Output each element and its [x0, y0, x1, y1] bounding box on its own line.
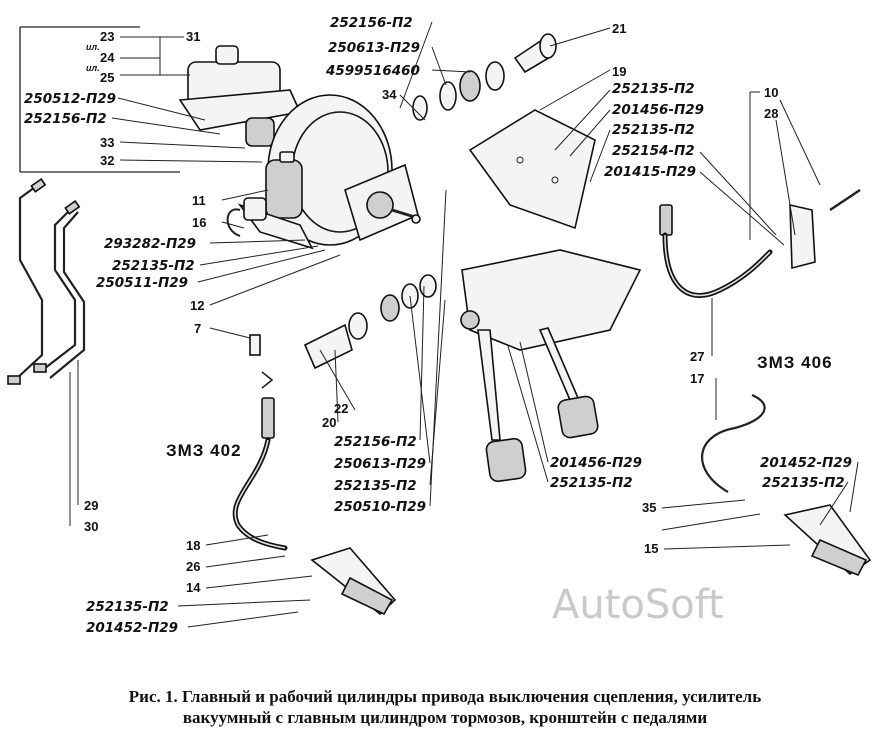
engine-label-zmz402: ЗМЗ 402 — [166, 441, 242, 460]
label-26: 26 — [186, 559, 200, 574]
figure-caption: Рис. 1. Главный и рабочий цилиндры приво… — [0, 686, 890, 728]
label-201452-p29-b: 201452-П29 — [86, 620, 178, 636]
label-30: 30 — [84, 519, 98, 534]
pedal-assembly — [460, 249, 642, 483]
label-33: 33 — [100, 135, 114, 150]
zmz406-slave-assembly — [659, 188, 872, 577]
label-252156-p2-c: 252156-П2 — [334, 434, 417, 450]
label-250512-p29: 250512-П29 — [24, 91, 116, 107]
label-27: 27 — [690, 349, 704, 364]
label-11: 11 — [192, 193, 206, 208]
label-16: 16 — [192, 215, 206, 230]
label-21: 21 — [612, 21, 626, 36]
label-31: 31 — [186, 29, 200, 44]
label-7: 7 — [194, 321, 201, 336]
label-252156-p2-a: 252156-П2 — [24, 111, 107, 127]
label-29: 29 — [84, 498, 98, 513]
label-201456-p29-a: 201456-П29 — [612, 102, 704, 118]
brake-master-cylinder — [178, 45, 302, 147]
part-labels: 23 ил. 24 ил. 25 31 250512-П29 252156-П2… — [24, 15, 852, 636]
zmz402-slave-assembly — [232, 334, 397, 616]
label-18: 18 — [186, 538, 200, 553]
label-250510-p29: 250510-П29 — [334, 499, 426, 515]
label-250613-p29-b: 250613-П29 — [334, 456, 426, 472]
pedal-bracket — [468, 109, 596, 230]
label-34: 34 — [382, 87, 397, 102]
label-252135-p2-g: 252135-П2 — [86, 599, 169, 615]
brake-pipes — [7, 177, 86, 385]
label-24: 24 — [100, 50, 115, 65]
seal-stack-upper — [412, 33, 557, 121]
label-19: 19 — [612, 64, 626, 79]
label-28: 28 — [764, 106, 778, 121]
label-22: 22 — [334, 401, 348, 416]
label-32: 32 — [100, 153, 114, 168]
label-252135-p2-a: 252135-П2 — [112, 258, 195, 274]
label-201456-p29-b: 201456-П29 — [550, 455, 642, 471]
label-20: 20 — [322, 415, 336, 430]
label-35: 35 — [642, 500, 656, 515]
watermark: AutoSoft — [552, 582, 724, 628]
label-252135-p2-e: 252135-П2 — [550, 475, 633, 491]
label-252135-p2-c: 252135-П2 — [612, 122, 695, 138]
label-250511-p29: 250511-П29 — [96, 275, 188, 291]
caption-line-1: Рис. 1. Главный и рабочий цилиндры приво… — [128, 687, 762, 706]
label-10: 10 — [764, 85, 778, 100]
label-12: 12 — [190, 298, 204, 313]
caption-line-2: вакуумный с главным цилиндром тормозов, … — [182, 708, 708, 727]
label-il-1: ил. — [86, 42, 100, 52]
seal-stack-lower — [303, 274, 437, 370]
label-25: 25 — [100, 70, 114, 85]
label-252154-p2: 252154-П2 — [612, 143, 695, 159]
label-il-2: ил. — [86, 63, 100, 73]
label-17: 17 — [690, 371, 704, 386]
clutch-master-cylinder — [226, 151, 314, 250]
label-4599516460: 4599516460 — [325, 63, 420, 79]
label-252135-p2-b: 252135-П2 — [612, 81, 695, 97]
label-201452-p29-a: 201452-П29 — [760, 455, 852, 471]
label-14: 14 — [186, 580, 201, 595]
label-201415-p29: 201415-П29 — [604, 164, 696, 180]
label-252156-p2-b: 252156-П2 — [330, 15, 413, 31]
leader-lines — [69, 21, 859, 628]
label-250613-p29-a: 250613-П29 — [328, 40, 420, 56]
label-293282-p29: 293282-П29 — [104, 236, 196, 252]
exploded-parts-diagram: 23 ил. 24 ил. 25 31 250512-П29 252156-П2… — [7, 15, 872, 636]
label-252135-p2-f: 252135-П2 — [762, 475, 845, 491]
label-15: 15 — [644, 541, 658, 556]
label-23: 23 — [100, 29, 114, 44]
label-252135-p2-d: 252135-П2 — [334, 478, 417, 494]
engine-label-zmz406: ЗМЗ 406 — [757, 353, 833, 372]
